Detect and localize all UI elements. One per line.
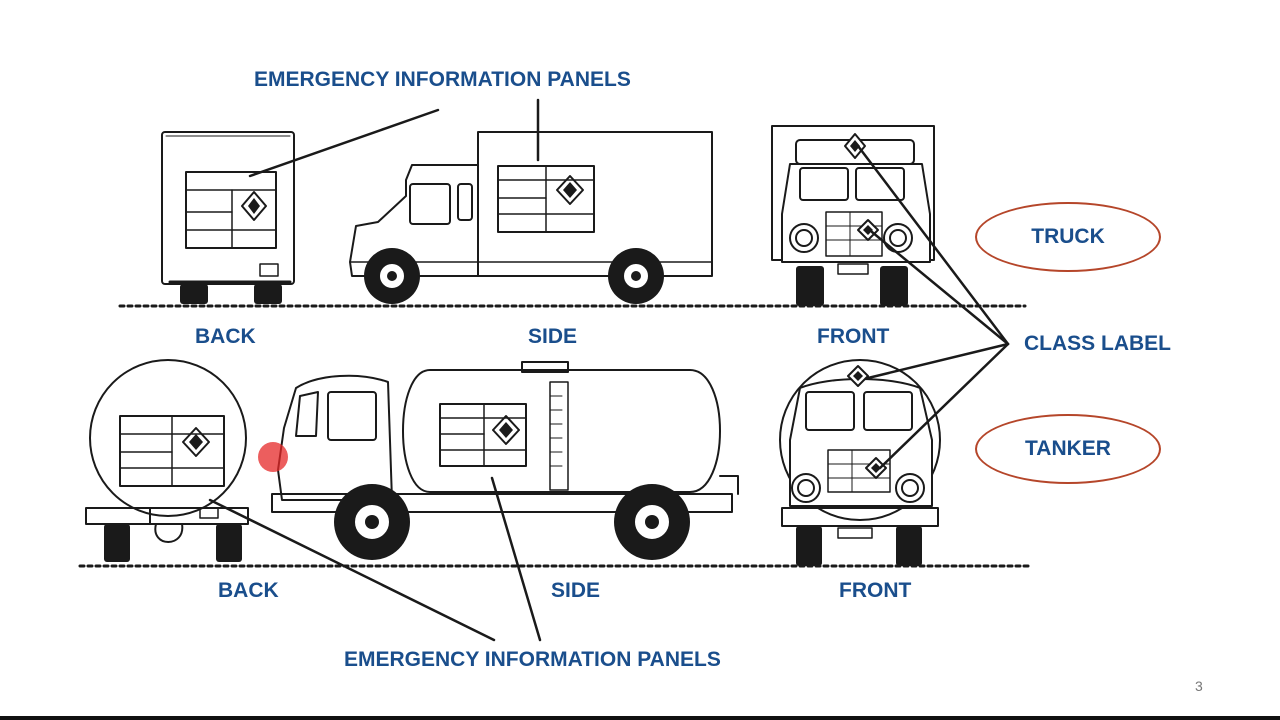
truck-oval-label: TRUCK xyxy=(1031,225,1105,248)
tanker-side-label: SIDE xyxy=(551,579,601,602)
tanker-oval-label: TANKER xyxy=(1025,437,1111,460)
hazard-diamond-icon xyxy=(492,415,520,445)
truck-oval: TRUCK xyxy=(975,202,1161,272)
truck-back-view xyxy=(161,131,295,304)
truck-side-view xyxy=(349,131,713,304)
tanker-oval: TANKER xyxy=(975,414,1161,484)
tanker-front-label: FRONT xyxy=(839,579,912,602)
callout-lines xyxy=(208,98,1010,642)
truck-front-view xyxy=(771,125,935,306)
class-label-text: CLASS LABEL xyxy=(1024,332,1171,355)
tanker-back-label: BACK xyxy=(218,579,279,602)
panels-label-top: EMERGENCY INFORMATION PANELS xyxy=(254,68,631,91)
bottom-border xyxy=(0,716,1280,720)
panels-label-bottom: EMERGENCY INFORMATION PANELS xyxy=(344,648,721,671)
hazard-diamond-icon xyxy=(241,191,267,221)
truck-front-label: FRONT xyxy=(817,325,890,348)
slide-page-number: 3 xyxy=(1195,678,1203,694)
tanker-side-view xyxy=(271,361,739,560)
tanker-front-view xyxy=(779,359,941,566)
laser-pointer-dot xyxy=(258,442,288,472)
truck-back-label: BACK xyxy=(195,325,256,348)
truck-side-label: SIDE xyxy=(528,325,578,348)
hazard-diamond-icon xyxy=(182,427,210,457)
tanker-back-view xyxy=(85,359,249,562)
hazard-diamond-icon xyxy=(556,175,584,205)
